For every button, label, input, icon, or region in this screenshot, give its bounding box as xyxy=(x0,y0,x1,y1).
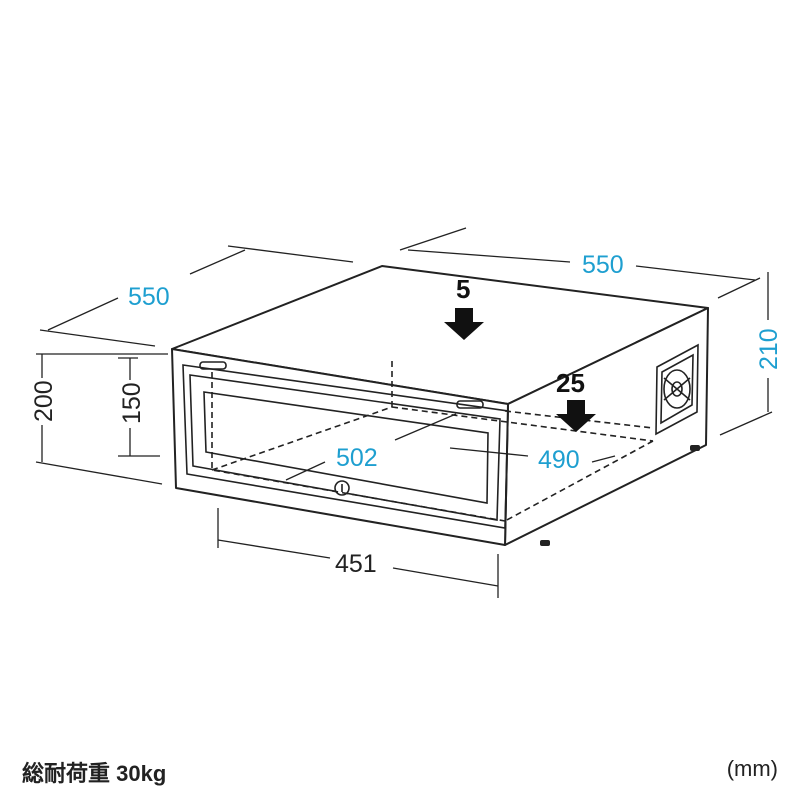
dim-inner-depth: 502 xyxy=(336,444,378,472)
unit-caption: (mm) xyxy=(726,756,778,781)
dim-height-left-outer: 200 xyxy=(30,380,58,422)
dim-inner-width: 490 xyxy=(538,446,580,474)
dimension-lines xyxy=(35,227,773,598)
inner-load-arrow-icon xyxy=(556,400,596,432)
top-load-label: 5 xyxy=(456,274,470,304)
lock-icon xyxy=(334,480,350,496)
front-door xyxy=(182,361,509,529)
dim-top-width: 550 xyxy=(582,251,624,279)
fan-icon xyxy=(655,343,699,436)
inner-load-label: 25 xyxy=(556,368,585,398)
dim-height-right: 210 xyxy=(755,328,783,370)
total-load-caption: 総耐荷重 30kg xyxy=(22,761,167,786)
cabinet-feet xyxy=(540,445,700,546)
dim-bottom-width: 451 xyxy=(335,550,377,578)
dim-height-left-inner: 150 xyxy=(118,382,146,424)
cabinet-outline xyxy=(171,265,709,546)
load-arrows xyxy=(444,308,596,432)
dim-top-depth: 550 xyxy=(128,283,170,311)
top-load-arrow-icon xyxy=(444,308,484,340)
